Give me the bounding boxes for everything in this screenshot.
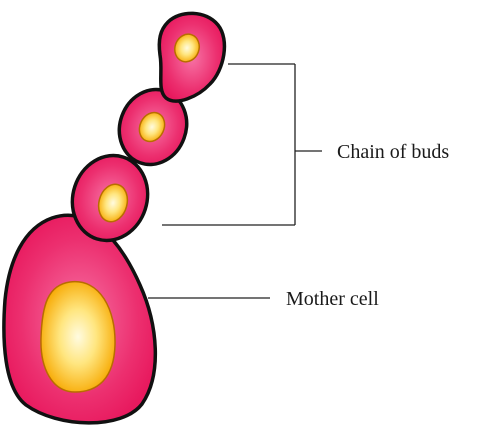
mother-cell <box>4 215 155 423</box>
chain-of-buds-label: Chain of buds <box>337 141 449 163</box>
mother-cell-nucleus <box>41 282 115 392</box>
bud-3 <box>159 13 224 101</box>
mother-cell-label: Mother cell <box>286 288 379 310</box>
